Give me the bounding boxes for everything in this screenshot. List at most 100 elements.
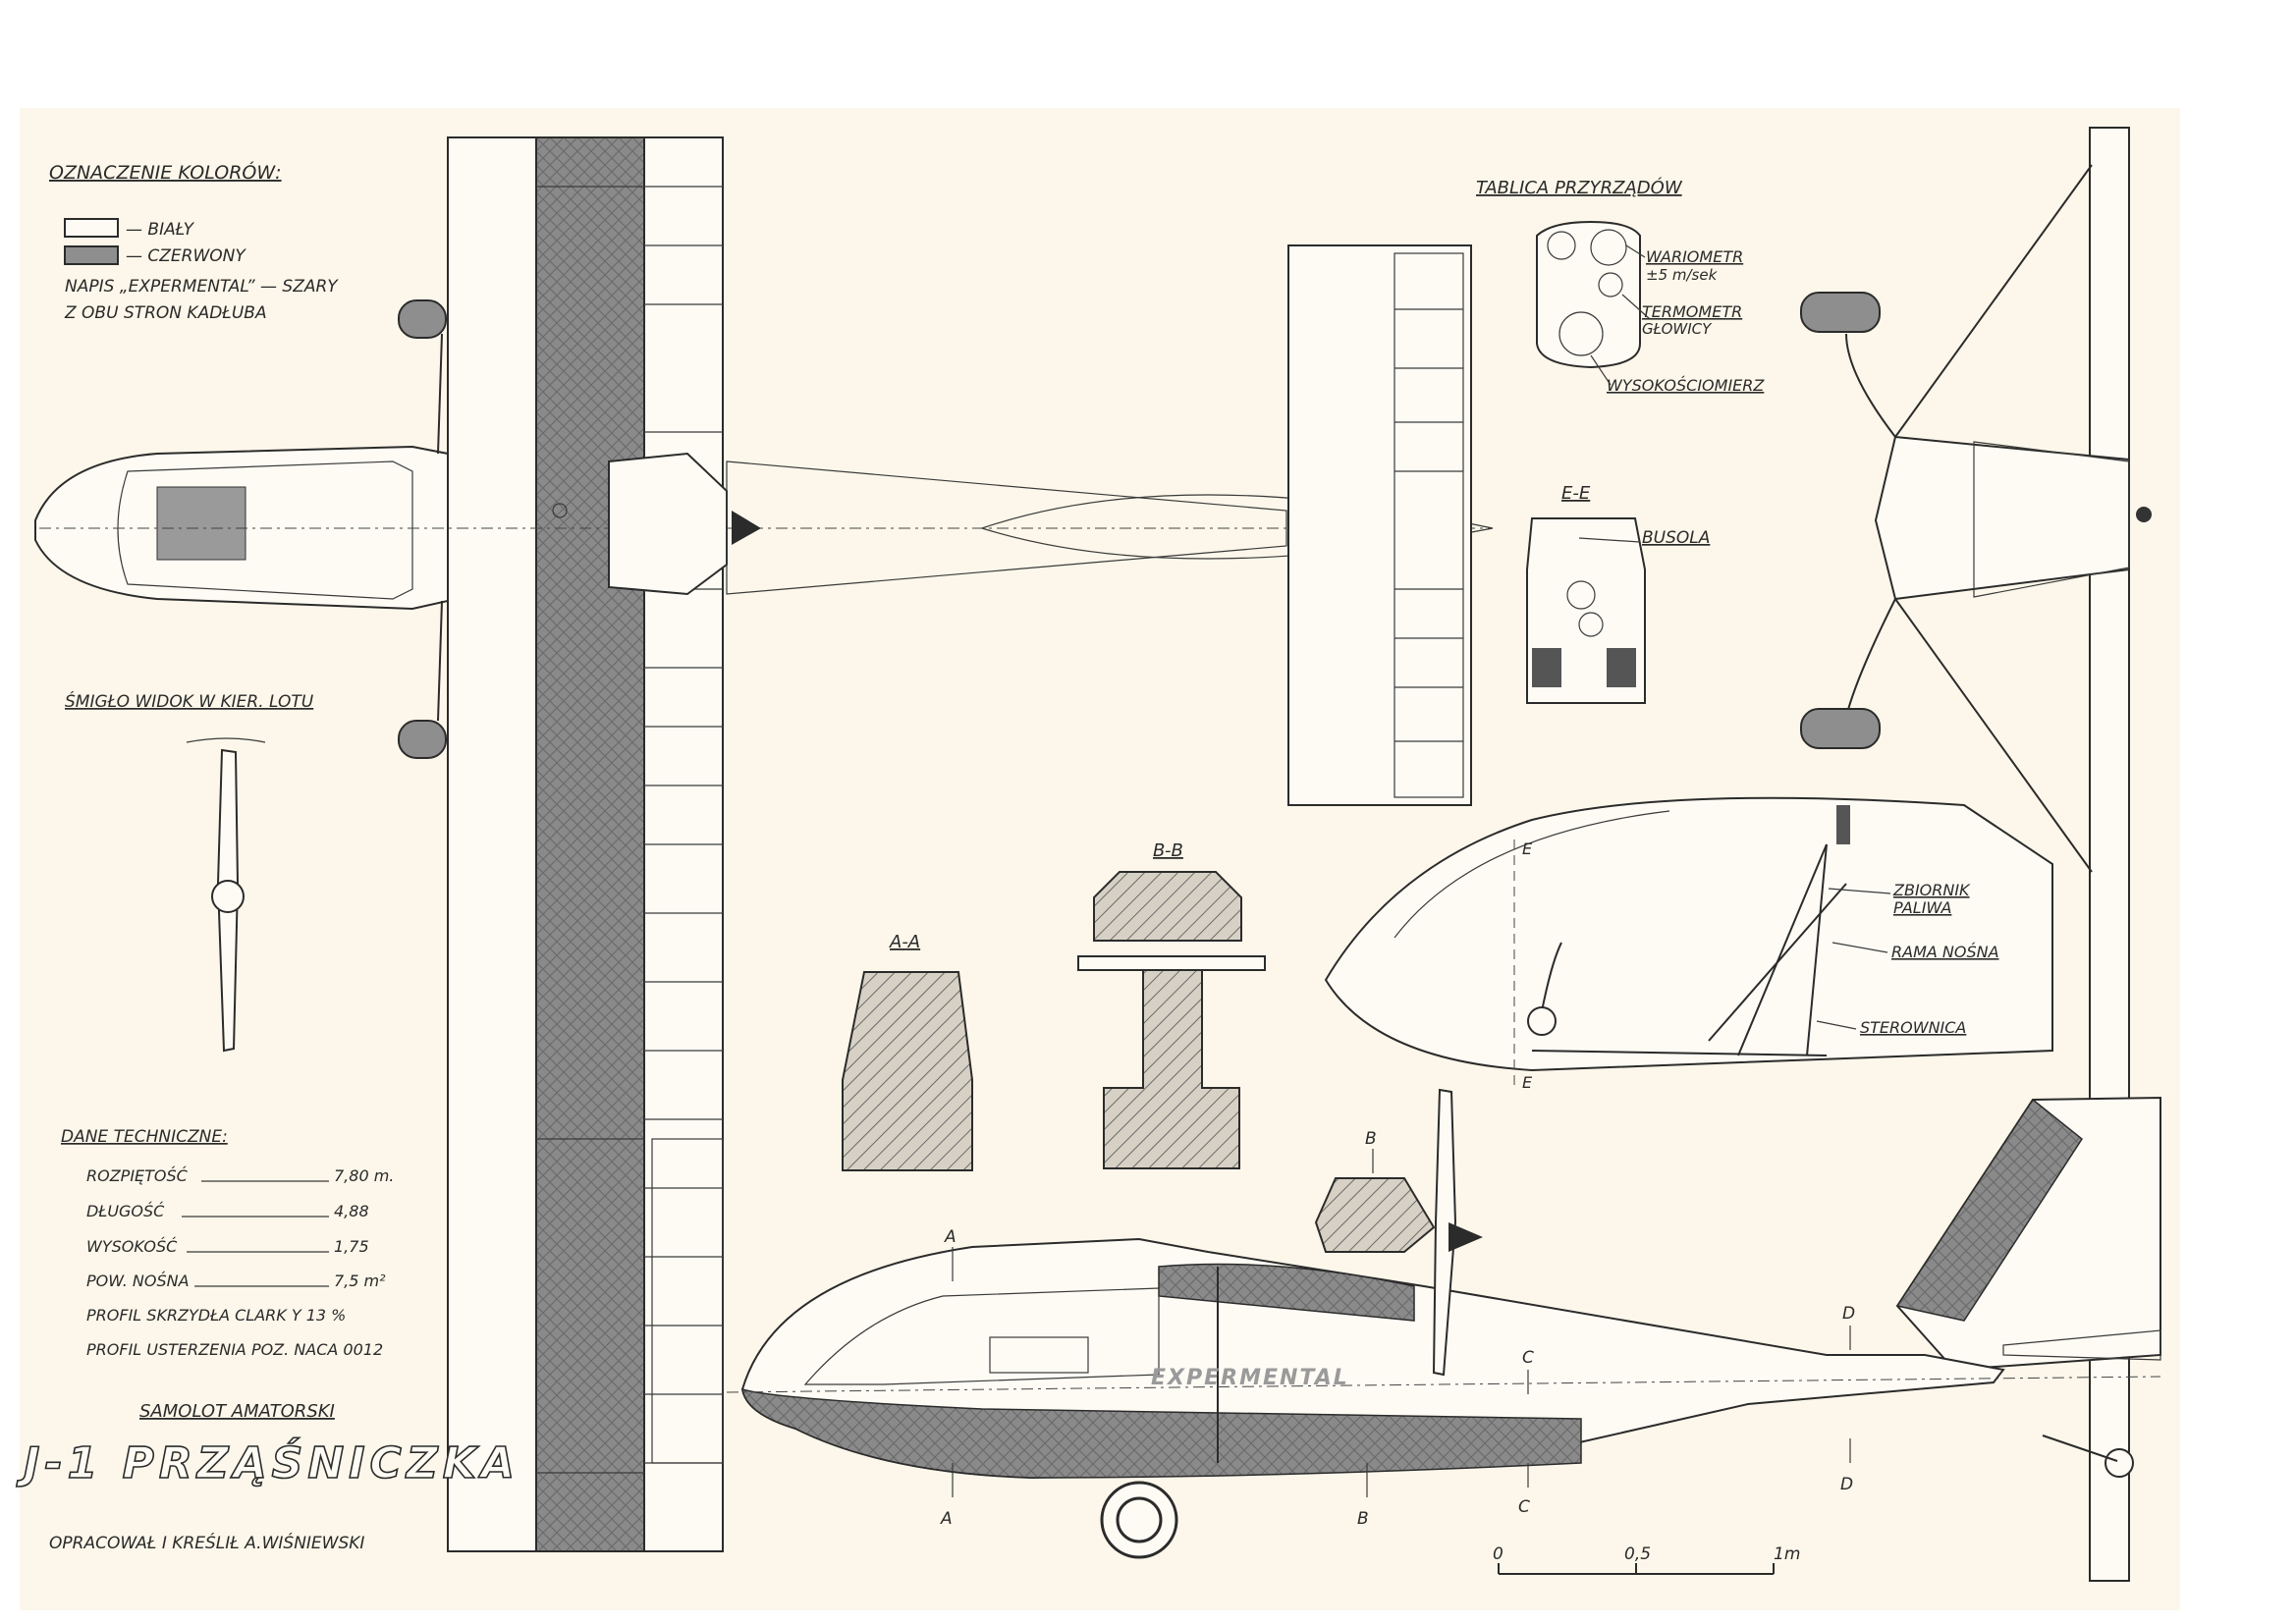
fuel-filler-cap (1836, 805, 1850, 844)
instrument-panel-outline (1536, 220, 1641, 369)
scale-label-mid: 0,5 (1624, 1544, 1651, 1564)
cockpit-frame-tube (1708, 883, 1847, 1042)
wing-front-view (2089, 127, 2130, 1582)
propeller-hub (211, 880, 245, 913)
author-credit: OPRACOWAŁ I KREŚLIŁ A.WIŚNIEWSKI (49, 1532, 364, 1553)
engine-nacelle-top (608, 452, 728, 596)
cowling-front-view (1973, 441, 2130, 598)
legend-note-line2: Z OBU STRON KADŁUBA (64, 303, 267, 323)
section-e-e-gauge (1578, 612, 1604, 637)
spinner-side (1449, 1222, 1483, 1252)
tail-wheel-side (2105, 1448, 2134, 1478)
engine-pod-side (1314, 1177, 1436, 1253)
section-b-b: B-B (1077, 840, 1266, 1169)
horizontal-tail-side (2002, 1329, 2161, 1361)
cut-e-top: E (1522, 839, 1533, 858)
fuselage-red-stripe (1158, 1263, 1415, 1322)
control-stick (1541, 942, 1562, 1012)
strut-front-upper (1894, 164, 2093, 438)
vario-leader (1625, 244, 1646, 258)
tech-row-value: 4,88 (334, 1202, 369, 1220)
cut-e-bottom: E (1522, 1073, 1533, 1092)
top-view (34, 136, 1494, 1552)
technical-data-block: DANE TECHNICZNE: ROZPIĘTOŚĆ 7,80 m. DŁUG… (61, 1127, 394, 1359)
tail-boom-top (726, 460, 1287, 595)
control-stick-label: STEROWNICA (1860, 1018, 1966, 1037)
horizontal-stabilizer (1287, 244, 1472, 806)
altimeter-label: WYSOKOŚCIOMIERZ (1607, 376, 1765, 395)
elevator-ribs (1394, 308, 1463, 742)
profile-tail-text: PROFIL USTERZENIA POZ. NACA 0012 (86, 1340, 383, 1359)
thermo-leader (1621, 294, 1651, 320)
gear-strut-top-right (437, 600, 443, 722)
section-a-a-shape (842, 971, 973, 1171)
cockpit-canopy-top (117, 460, 413, 600)
cut-label-b: B (1357, 1509, 1369, 1529)
altimeter-leader (1590, 354, 1612, 386)
section-e-e-gauge (1566, 580, 1596, 610)
cockpit-fuselage-outline (1324, 796, 2053, 1072)
legend-red-swatch (64, 245, 119, 265)
main-wheel-side (1100, 1481, 1178, 1559)
color-legend: OZNACZENIE KOLORÓW: — BIAŁY — CZERWONY N… (49, 160, 339, 323)
tech-row-value: 7,80 m. (334, 1166, 394, 1185)
frame-label: RAMA NOŚNA (1891, 943, 1999, 961)
propeller-rotation-arrow (186, 737, 266, 743)
fuel-tank-label-1: ZBIORNIK (1892, 881, 1971, 899)
gear-leg-front-upper (1845, 333, 1896, 438)
wheel-front-upper (1800, 292, 1881, 333)
cockpit-floor (1531, 1050, 1828, 1056)
elevator (1394, 252, 1464, 798)
tech-row-label: WYSOKOŚĆ (86, 1237, 178, 1256)
compass-leader (1578, 537, 1641, 543)
aileron (651, 1138, 724, 1464)
cockpit-canopy-line (1394, 810, 1670, 939)
cut-label-d: D (1840, 1475, 1853, 1494)
compass-label: BUSOLA (1642, 528, 1710, 548)
legend-white-swatch (64, 218, 119, 238)
frame-leader (1831, 942, 1888, 953)
tail-wheel-strut (2042, 1435, 2118, 1462)
cockpit-window-side (989, 1336, 1089, 1374)
centerline-side (726, 1376, 2161, 1393)
instrument-panel-title: TABLICA PRZYRZĄDÓW (1476, 177, 1683, 198)
profile-wing-text: PROFIL SKRZYDŁA CLARK Y 13 % (86, 1306, 346, 1325)
section-e-e-seat-right (1607, 648, 1636, 687)
control-stick-leader (1816, 1020, 1857, 1030)
section-b-b-fuselage (1103, 969, 1240, 1169)
cockpit-frame-tube (1806, 843, 1828, 1056)
section-e-e: E-E BUSOLA (1526, 483, 1710, 704)
spinner-front-view (2136, 507, 2152, 522)
cut-label-a: A (940, 1509, 953, 1529)
scale-bar: 0 0,5 1m (1493, 1544, 1800, 1575)
wing-marker (552, 503, 568, 518)
gauge-left-icon (1547, 231, 1576, 260)
thermometer-gauge-icon (1598, 272, 1623, 298)
thermo-label-1: TERMOMETR (1642, 302, 1742, 321)
propeller-side (1432, 1088, 1457, 1377)
cut-label-c: C (1522, 1348, 1534, 1368)
aircraft-title: J-1 PRZĄŚNICZKA (16, 1436, 519, 1489)
fuselage-red-underside (741, 1387, 1582, 1479)
cut-label-d: D (1842, 1304, 1855, 1324)
section-b-b-wing-band (1077, 955, 1266, 971)
variometer-gauge-icon (1590, 229, 1627, 266)
cut-label-a: A (944, 1227, 957, 1247)
tail-fin-red (1895, 1098, 2083, 1322)
section-b-b-nacelle (1093, 871, 1242, 942)
scale-label-zero: 0 (1493, 1544, 1503, 1564)
gear-leg-front-lower (1845, 598, 1896, 718)
vario-label: WARIOMETR (1646, 247, 1743, 266)
tail-fin-profile-top (980, 494, 1494, 560)
legend-red-label: — CZERWONY (126, 246, 246, 266)
tech-row-label: ROZPIĘTOŚĆ (86, 1166, 189, 1185)
title-subtitle: SAMOLOT AMATORSKI (139, 1401, 335, 1422)
tech-row-label: POW. NOŚNA (86, 1272, 190, 1290)
gear-strut-top-left (437, 333, 443, 455)
canopy-side (803, 1287, 1160, 1385)
cockpit-detail-view: ZBIORNIK PALIWA RAMA NOŚNA STEROWNICA E … (1324, 796, 2053, 1092)
legend-white-label: — BIAŁY (126, 220, 195, 240)
cut-label-b: B (1365, 1129, 1377, 1149)
